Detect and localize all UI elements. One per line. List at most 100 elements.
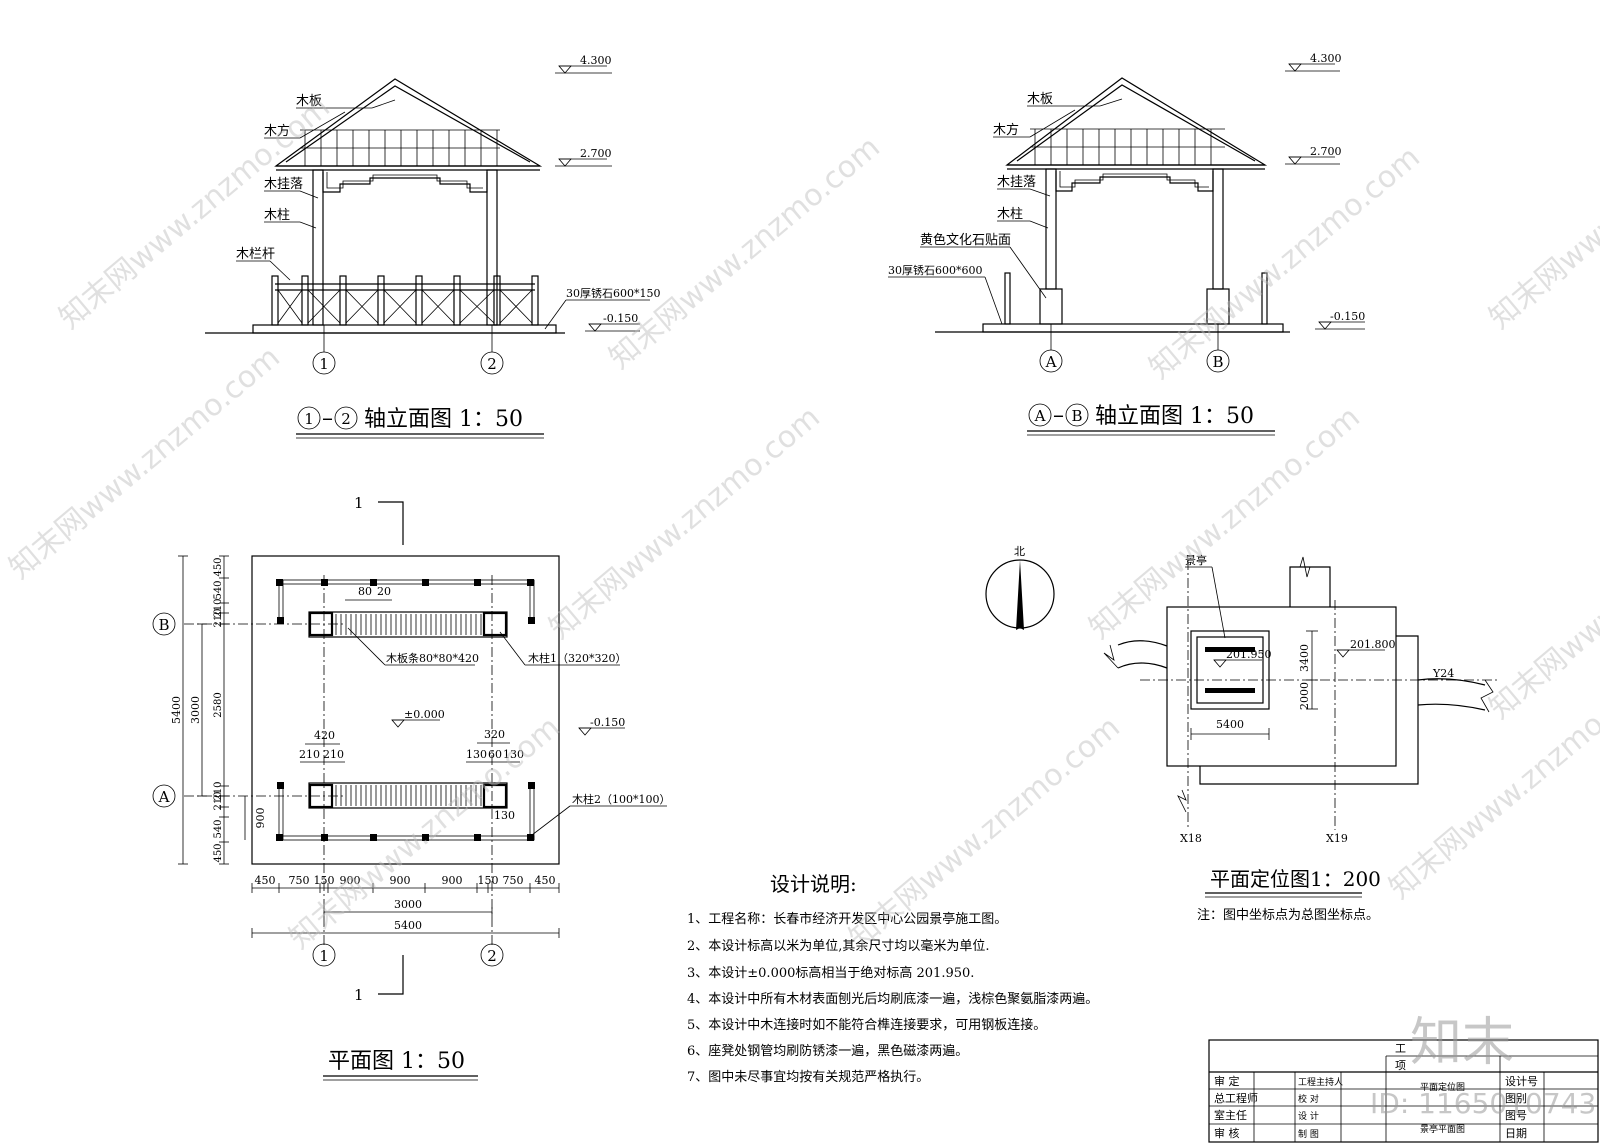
level-zero: ±0.000: [391, 708, 445, 728]
coord-x19: X19: [1326, 832, 1348, 845]
svg-text:±0.000: ±0.000: [404, 708, 445, 721]
tb-cell: 审 定: [1214, 1074, 1240, 1088]
svg-text:-0.150: -0.150: [603, 312, 638, 325]
svg-text:-0.150: -0.150: [590, 716, 625, 729]
svg-text:–: –: [322, 406, 333, 431]
label-wood-fascia: 木挂落: [264, 177, 303, 192]
tb-cell: 审 核: [1214, 1126, 1240, 1140]
note-item: 7、图中未尽事宜均按有关规范严格执行。: [687, 1069, 929, 1085]
note-item: 1、工程名称：长春市经济开发区中心公园景亭施工图。: [687, 911, 1007, 927]
tb-cell: 工程主持人: [1298, 1076, 1343, 1088]
svg-text:4.300: 4.300: [580, 54, 612, 67]
axis-label-1: 1: [319, 355, 329, 373]
dim-left-inner: 450: [213, 843, 224, 862]
watermark-text: 知末网www.znzmo.com: [53, 90, 337, 336]
label-wood-square: 木方: [264, 123, 290, 139]
tb-cell: 制 图: [1298, 1128, 1319, 1140]
tb-drawing-name-1: 平面定位图: [1420, 1081, 1465, 1093]
dim-left-inner: 210: [213, 608, 224, 627]
level-4300: 4.300: [555, 54, 612, 74]
label-wood-column: 木柱: [264, 208, 290, 223]
tb-top-label: 工: [1395, 1042, 1406, 1055]
watermark-text: 知末网www.znzmo.com: [1143, 140, 1427, 386]
label-wood-plank: 木板: [296, 94, 322, 109]
tb-cell: 图号: [1505, 1109, 1527, 1122]
plan-view: 1 1 B A 1: [152, 494, 671, 1081]
dim-5400-bottom: 5400: [394, 919, 422, 932]
dim-20: 20: [377, 585, 391, 598]
watermark-text: 知末网www.znzmo.com: [1483, 90, 1600, 336]
watermark-text: 知末网www.znzmo.com: [1483, 480, 1600, 726]
label-yellow-stone: 黄色文化石贴面: [920, 232, 1011, 248]
dim-210a: 210: [299, 748, 320, 761]
dim-80: 80: [358, 585, 372, 598]
title-axis-a: A: [1034, 407, 1046, 425]
label-wood-square: 木方: [993, 122, 1019, 138]
dim-bottom: 450: [535, 874, 556, 887]
svg-text:201.800: 201.800: [1350, 638, 1396, 651]
dim-210b: 210: [323, 748, 344, 761]
dim-left-inner: 540: [213, 819, 224, 838]
note-item: 5、本设计中木连接时如不能符合榫连接要求，可用钢板连接。: [687, 1017, 1046, 1033]
notes-heading: 设计说明:: [770, 872, 857, 896]
label-stone-base: 30厚锈石600*600: [888, 264, 983, 277]
dim-bottom: 150: [314, 874, 335, 887]
dim-bottom: 450: [255, 874, 276, 887]
dim-bottom: 150: [478, 874, 499, 887]
dim-left-inner: 210: [213, 781, 224, 800]
note-item: 4、本设计中所有木材表面刨光后均刷底漆一遍，浅棕色聚氨脂漆两遍。: [687, 991, 1098, 1007]
dim-left-inner: 540: [213, 580, 224, 599]
elevation-1-2: 1 2 木板 木方 木挂落 木柱 木栏杆 30厚锈石600*150 4.300 …: [205, 54, 661, 439]
watermark-text: 知末网www.znzmo.com: [3, 340, 287, 586]
axis-label-b: B: [1212, 353, 1223, 371]
svg-text:2.700: 2.700: [580, 147, 612, 160]
title-axis-2: 2: [341, 410, 351, 428]
dim-3000-left: 3000: [189, 696, 202, 724]
watermark-text: 知末网www.znzmo.com: [283, 710, 567, 956]
site-title: 平面定位图1：200: [1210, 867, 1381, 891]
title-axis-b: B: [1071, 407, 1082, 425]
tb-cell: 总工程师: [1214, 1091, 1258, 1105]
section-mark-bottom: 1: [354, 986, 364, 1004]
level-m150-plan: -0.150: [578, 716, 625, 736]
dim-left-inner: 210: [213, 598, 224, 617]
title-axis-1: 1: [304, 410, 314, 428]
site-location-plan: 北 3400 2000 5400 景亭: [985, 545, 1500, 923]
watermark-text: 知末网www.znzmo.com: [603, 130, 887, 376]
coord-x18: X18: [1180, 832, 1202, 845]
level-2700: 2.700: [555, 147, 612, 167]
tb-cell: 图别: [1505, 1092, 1527, 1105]
watermark-text: 知末网www.znzmo.com: [543, 400, 827, 646]
dim-320: 320: [484, 728, 505, 741]
watermark-id: ID: 1165010743: [1370, 1087, 1596, 1120]
level-201800: 201.800: [1336, 638, 1396, 658]
level-m150: -0.150: [585, 312, 640, 332]
label-plank-strip: 木板条80*80*420: [386, 651, 479, 665]
dim-bottom: 900: [390, 874, 411, 887]
pavilion-label: 景亭: [1185, 553, 1207, 567]
tb-top-label: 项: [1395, 1059, 1406, 1072]
level-4300: 4.300: [1285, 52, 1342, 72]
section-mark-top: 1: [354, 494, 364, 512]
dim-130b: 130: [503, 748, 524, 761]
note-item: 6、座凳处钢管均刷防锈漆一遍，黑色磁漆两遍。: [687, 1043, 968, 1059]
axis-label-2: 2: [487, 355, 497, 373]
dim-130a: 130: [466, 748, 487, 761]
dim-60: 60: [488, 748, 502, 761]
note-item: 3、本设计±0.000标高相当于绝对标高 201.950.: [687, 965, 974, 981]
tb-drawing-name-2: 景亭平面图: [1420, 1123, 1465, 1135]
dim-bottom: 750: [289, 874, 310, 887]
title-block: 工 项 审 定工程主持人设计号总工程师校 对图别室主任设 计图号审 核制 图日期…: [1208, 1039, 1599, 1143]
dim-3000-bottom: 3000: [394, 898, 422, 911]
elevation-ab-title: 轴立面图 1：50: [1095, 404, 1254, 429]
watermark-text: 知末网www.znzmo.com: [1083, 400, 1367, 646]
svg-text:–: –: [1053, 403, 1064, 428]
label-wood-fascia: 木挂落: [997, 175, 1036, 190]
design-notes: 设计说明: 1、工程名称：长春市经济开发区中心公园景亭施工图。 2、本设计标高以…: [687, 872, 1098, 1085]
label-wood-plank: 木板: [1027, 92, 1053, 107]
svg-text:2.700: 2.700: [1310, 145, 1342, 158]
svg-text:4.300: 4.300: [1310, 52, 1342, 65]
level-201950: 201.950: [1213, 648, 1272, 668]
dim-5400-left: 5400: [170, 696, 183, 724]
